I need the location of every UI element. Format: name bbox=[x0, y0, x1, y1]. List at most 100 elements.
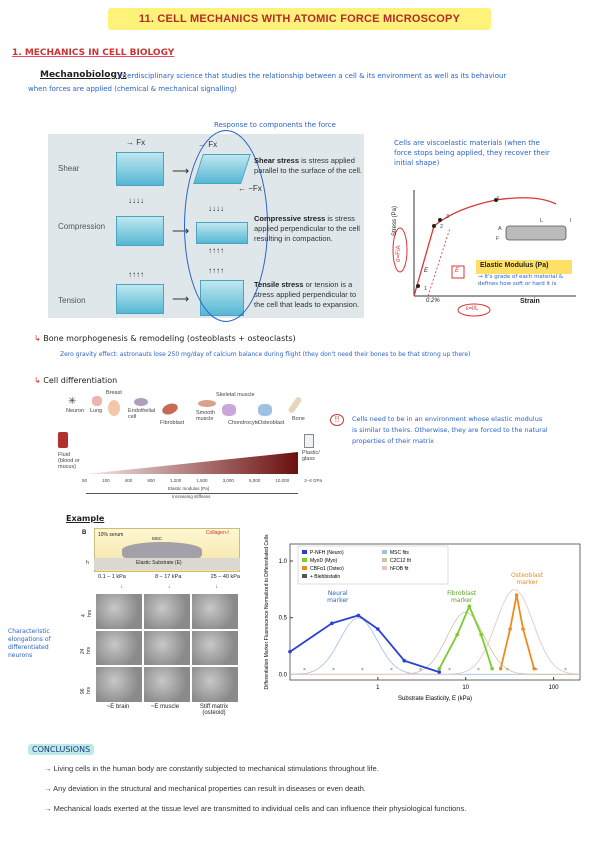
data-point bbox=[455, 632, 459, 637]
x-axis-label: Strain bbox=[520, 298, 540, 305]
lung-icon bbox=[92, 396, 102, 406]
legend-swatch bbox=[302, 558, 307, 562]
conclusion-item: → Living cells in the human body are con… bbox=[44, 764, 379, 773]
time-labels: 4 hrs 24 hrs 96 hrs bbox=[80, 610, 93, 694]
micrograph-grid bbox=[96, 594, 238, 702]
blebbistatin-point: × bbox=[419, 667, 422, 673]
rod-label-F: F bbox=[496, 236, 500, 242]
h-label: h bbox=[86, 560, 89, 566]
blebbistatin-point: × bbox=[448, 667, 451, 673]
diff-note: Cells need to be in an environment whose… bbox=[352, 415, 548, 445]
micrograph bbox=[192, 667, 238, 702]
smooth-muscle-icon bbox=[198, 400, 216, 407]
epsilon-ellipse bbox=[457, 303, 491, 317]
data-point bbox=[532, 666, 536, 671]
micrograph bbox=[192, 594, 238, 629]
tension-description: Tensile stress or tension is a stress ap… bbox=[254, 280, 360, 309]
definition-line2: when forces are applied (chemical & mech… bbox=[28, 85, 237, 93]
y-tick-label: 1.0 bbox=[279, 559, 288, 565]
strain-label: 0.2% bbox=[426, 298, 440, 304]
stress-panel: Shear Compression Tension → Fx ↓↓↓↓ ↑↑↑↑… bbox=[48, 130, 364, 322]
msc-cell-icon bbox=[122, 542, 202, 558]
data-point bbox=[437, 670, 442, 674]
rod-label-A: A bbox=[498, 226, 502, 232]
data-point bbox=[437, 666, 442, 671]
substrate-label: Elastic Substrate (E) bbox=[136, 560, 182, 566]
blebbistatin-point: × bbox=[477, 667, 480, 673]
curve-point bbox=[438, 218, 442, 222]
data-point bbox=[288, 649, 292, 654]
shear-description: Shear stress is stress applied parallel … bbox=[254, 156, 362, 175]
y-tick-label: 0.5 bbox=[279, 616, 288, 622]
blebbistatin-point: × bbox=[361, 667, 364, 673]
row-label-tension: Tension bbox=[58, 296, 86, 305]
stiffness-arrow bbox=[86, 493, 298, 494]
matrix-labels: ~E brain ~E muscle Stiff matrix (osteoid… bbox=[106, 704, 229, 716]
sigma-ellipse bbox=[392, 227, 408, 273]
blebbistatin-point: × bbox=[303, 667, 306, 673]
e-boxed-label: E bbox=[455, 268, 460, 274]
serum-label: 10% serum bbox=[98, 532, 124, 538]
point-1: 1 bbox=[424, 286, 428, 292]
stiffness-caption: Increasing stiffness bbox=[172, 494, 211, 499]
y-axis-label: Stress (Pa) bbox=[392, 205, 398, 236]
data-point bbox=[521, 627, 525, 631]
breast-icon bbox=[108, 400, 120, 416]
chondrocyte-icon bbox=[222, 404, 236, 416]
epsilon-label: ε=l/L bbox=[466, 306, 479, 312]
range-arrows: ↓↓↓ bbox=[120, 584, 218, 590]
data-point bbox=[356, 613, 361, 618]
glass-icon bbox=[304, 434, 314, 448]
definition-term: Mechanobiology: bbox=[40, 70, 127, 80]
force-arrow: ↓↓↓↓ bbox=[128, 196, 144, 205]
panel-b-label: B bbox=[82, 530, 87, 536]
rod-label-L: L bbox=[540, 218, 544, 224]
micrograph bbox=[96, 594, 142, 629]
conclusions-badge: CONCLUSIONS bbox=[28, 744, 95, 755]
point-4: 4 bbox=[496, 196, 500, 202]
micrograph bbox=[144, 594, 190, 629]
cell-label: Chondrocyte bbox=[228, 420, 260, 426]
page-title: 11. CELL MECHANICS WITH ATOMIC FORCE MIC… bbox=[108, 8, 491, 30]
blebbistatin-point: × bbox=[332, 667, 335, 673]
legend-swatch bbox=[382, 566, 387, 570]
legend-entry: hFOB fit bbox=[390, 566, 409, 572]
conclusion-item: → Any deviation in the structural and me… bbox=[44, 784, 366, 793]
curve-point bbox=[416, 284, 420, 288]
legend-entry: C2C12 fit bbox=[390, 558, 411, 564]
micrograph bbox=[96, 630, 142, 666]
blebbistatin-point: × bbox=[506, 667, 509, 673]
elastic-highlight bbox=[476, 260, 572, 274]
diff-heading: ↳ Cell differentiation bbox=[34, 376, 118, 385]
legend-entry: + Blebbistatin bbox=[310, 574, 340, 580]
legend-entry: CBFα1 (Osteo) bbox=[310, 566, 344, 572]
micrograph bbox=[192, 630, 238, 666]
cell-label: Bone bbox=[292, 416, 305, 422]
legend-swatch bbox=[302, 550, 307, 554]
cell-block bbox=[116, 284, 164, 314]
row-label-shear: Shear bbox=[58, 164, 80, 173]
neuron-icon: ✳ bbox=[68, 396, 77, 407]
transition-arrow: ⟶ bbox=[172, 292, 190, 306]
bone-icon bbox=[287, 395, 303, 415]
micrograph bbox=[144, 630, 190, 666]
legend-box bbox=[297, 545, 449, 585]
data-point bbox=[402, 658, 407, 663]
glass-label: Plastic/ glass bbox=[302, 450, 320, 462]
bone-line2: Zero gravity effect: astronauts lose 250… bbox=[60, 351, 471, 358]
highlight-ellipse bbox=[184, 130, 268, 322]
section-heading: 1. MECHANICS IN CELL BIOLOGY bbox=[12, 48, 175, 58]
response-note: Response to components the force bbox=[214, 121, 336, 129]
cell-block bbox=[116, 216, 164, 246]
cell-label: Osteoblast bbox=[258, 420, 285, 426]
data-point bbox=[508, 627, 512, 631]
data-point bbox=[498, 666, 503, 671]
example-heading: Example bbox=[66, 514, 105, 523]
substrate-bar bbox=[94, 558, 240, 570]
fluid-label: Fluid (blood or mucus) bbox=[58, 452, 80, 470]
